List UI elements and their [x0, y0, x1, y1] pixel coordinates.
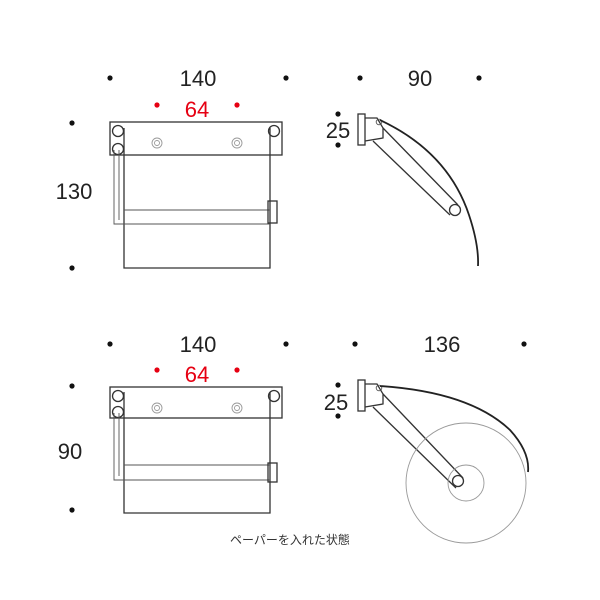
- side-view-top: 90 25: [326, 66, 482, 267]
- mount-hole-right: [231, 402, 243, 414]
- screw-icon: [111, 405, 125, 419]
- cover-curve: [379, 119, 479, 267]
- bracket-dimension: 25: [326, 118, 350, 143]
- wall-plate: [357, 113, 366, 146]
- caption: ペーパーを入れた状態: [230, 532, 350, 547]
- dimension-marker: [283, 341, 289, 347]
- side-view-bottom: 136 25: [324, 332, 530, 544]
- hole-marker: [234, 102, 240, 108]
- dimension-marker: [335, 413, 341, 419]
- arm-end-icon: [448, 203, 462, 217]
- paper-bar: [124, 464, 270, 481]
- holder-arm: [113, 150, 124, 225]
- dimension-marker: [283, 75, 289, 81]
- dimension-marker: [521, 341, 527, 347]
- screw-icon: [111, 389, 125, 403]
- screw-icon: [375, 118, 383, 126]
- dimension-marker: [352, 341, 358, 347]
- dimension-marker: [335, 111, 341, 117]
- front-view-top: 140 64 130: [56, 66, 289, 271]
- paper-roll: [405, 422, 527, 544]
- bracket: [364, 383, 384, 408]
- dimension-marker: [107, 75, 113, 81]
- dimension-marker: [69, 507, 75, 513]
- arm-end-icon: [451, 474, 465, 488]
- bracket-dimension: 25: [324, 390, 348, 415]
- arm: [372, 393, 464, 489]
- screw-icon: [267, 389, 281, 403]
- screw-icon: [111, 124, 125, 138]
- paper-core: [447, 464, 485, 502]
- hole-spacing-dimension: 64: [185, 97, 209, 122]
- mounting-plate: [109, 121, 283, 156]
- width-dimension: 140: [180, 332, 217, 357]
- dimension-marker: [107, 341, 113, 347]
- arm: [372, 127, 459, 216]
- dimension-marker: [476, 75, 482, 81]
- height-dimension: 130: [56, 179, 93, 204]
- dimension-marker: [69, 120, 75, 126]
- dimension-marker: [335, 142, 341, 148]
- bracket: [364, 117, 384, 142]
- width-dimension: 140: [180, 66, 217, 91]
- mount-hole-left: [151, 402, 163, 414]
- hole-spacing-dimension: 64: [185, 362, 209, 387]
- cover-curve: [379, 385, 530, 473]
- cover-body: [123, 128, 271, 269]
- depth-dimension: 136: [424, 332, 461, 357]
- side-tab: [267, 200, 278, 224]
- hole-marker: [154, 367, 160, 373]
- dimension-marker: [335, 382, 341, 388]
- depth-dimension: 90: [408, 66, 432, 91]
- paper-bar: [124, 209, 270, 225]
- side-tab: [267, 462, 278, 483]
- mounting-plate: [109, 386, 283, 419]
- dimension-marker: [69, 383, 75, 389]
- mount-hole-right: [231, 137, 243, 149]
- dimension-marker: [357, 75, 363, 81]
- cover-body: [123, 392, 271, 514]
- mount-hole-left: [151, 137, 163, 149]
- hole-marker: [154, 102, 160, 108]
- dimension-marker: [69, 265, 75, 271]
- height-dimension: 90: [58, 439, 82, 464]
- front-view-bottom: 140 64 90: [58, 332, 289, 514]
- screw-icon: [111, 142, 125, 156]
- screw-icon: [267, 124, 281, 138]
- wall-plate: [357, 379, 366, 412]
- hole-marker: [234, 367, 240, 373]
- screw-icon: [375, 384, 383, 392]
- holder-arm: [113, 413, 124, 481]
